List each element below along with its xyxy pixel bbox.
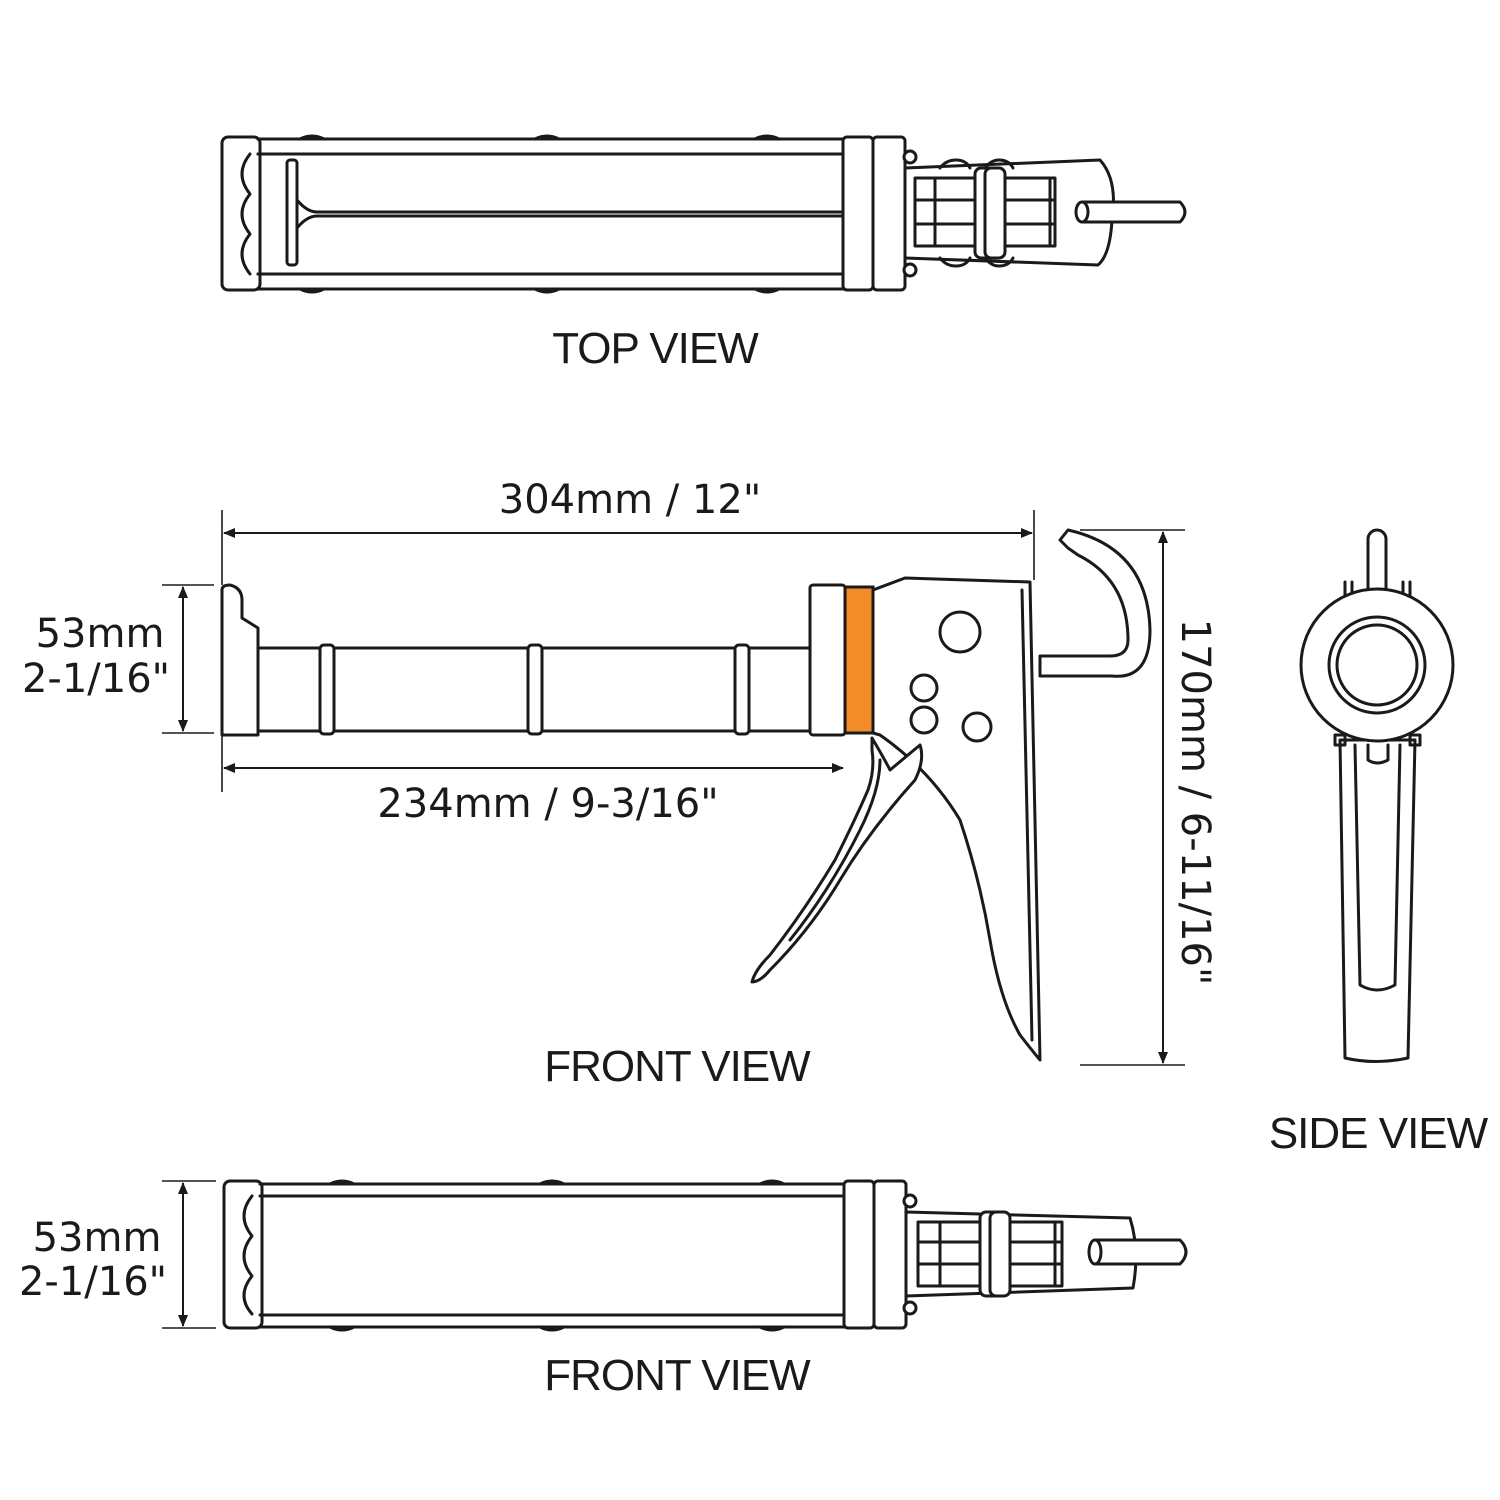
barrel-length-dimension [221,735,844,792]
front-view [220,528,1152,1062]
top-view-label: TOP VIEW [552,324,759,373]
barrel-length-label: 234mm / 9-3/16" [377,781,718,827]
barrel-diameter-dimension [162,584,214,734]
side-view-label: SIDE VIEW [1269,1109,1489,1158]
lower-diameter-mm-label: 53mm [33,1215,162,1261]
side-view [1299,528,1455,1063]
height-dimension [1080,529,1185,1066]
barrel-diameter-mm-label: 53mm [36,611,165,657]
overall-length-dimension [221,510,1035,585]
height-label: 170mm / 6-11/16" [1172,619,1218,986]
front-view-lower-label: FRONT VIEW [544,1351,811,1400]
barrel-diameter-in-label: 2-1/16" [22,656,170,702]
front-view-lower [222,1179,1188,1332]
top-view [220,134,1187,294]
overall-length-label: 304mm / 12" [499,477,761,523]
front-view-label: FRONT VIEW [544,1042,811,1091]
lower-diameter-dimension [162,1180,216,1329]
lower-diameter-in-label: 2-1/16" [19,1259,167,1305]
